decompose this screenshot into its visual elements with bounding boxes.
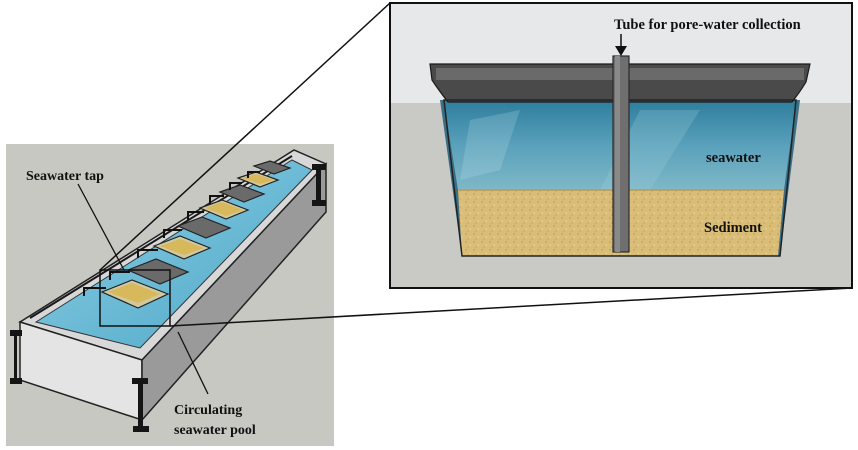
- pool-supports: [10, 164, 326, 432]
- right-panel: Tube for pore-water collection seawater …: [389, 2, 853, 289]
- right-panel-frame: [389, 2, 853, 289]
- pool-label-line1: Circulating: [174, 403, 242, 418]
- support-front-left: [10, 330, 22, 384]
- sediment-tank: [152, 235, 212, 260]
- support-front-right: [132, 378, 149, 432]
- zoom-highlight-box: [99, 269, 171, 327]
- sediment-tanks: [100, 160, 292, 309]
- sediment-tank: [126, 258, 190, 285]
- seawater-tap-label: Seawater tap: [26, 169, 104, 184]
- pool-label-line2: seawater pool: [174, 423, 256, 438]
- sediment-tank: [100, 279, 170, 309]
- pool-leader: [177, 331, 209, 395]
- sediment-container-cross-section: [429, 55, 811, 257]
- support-back-right: [312, 164, 326, 206]
- sediment-tank: [252, 160, 292, 175]
- seawater-label: seawater: [706, 150, 761, 166]
- sediment-label: Sediment: [704, 220, 762, 236]
- zoom-connector-lines: [99, 2, 853, 327]
- sediment-tank: [176, 216, 232, 239]
- seawater-taps: [83, 171, 260, 296]
- tube-label: Tube for pore-water collection: [614, 17, 801, 33]
- tube-arrow: [615, 34, 627, 56]
- left-panel: Seawater tap Circulating seawater pool: [6, 144, 334, 446]
- seawater-supply-pipe: [29, 155, 293, 319]
- sediment-tank: [198, 199, 250, 220]
